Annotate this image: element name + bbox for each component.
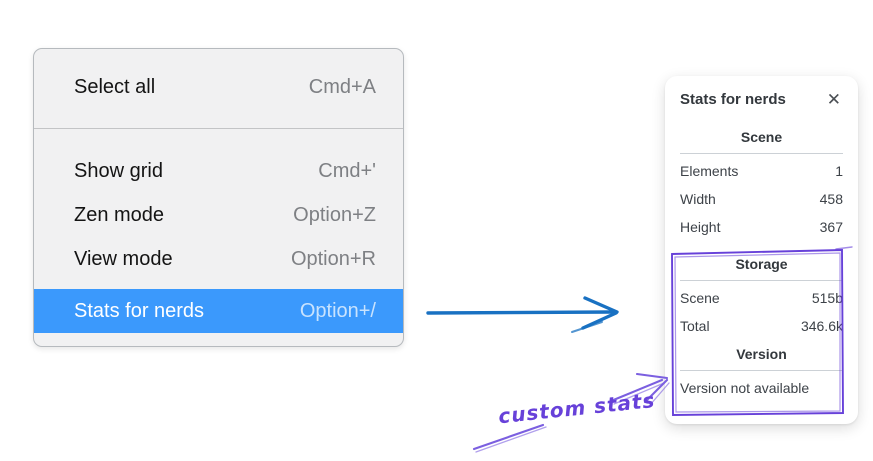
close-icon[interactable]: ✕ [826,89,841,109]
menu-item-zen-mode[interactable]: Zen mode Option+Z [34,193,403,237]
stat-label: Width [680,191,716,207]
stat-value: 346.6k [800,318,843,334]
menu-item-shortcut: Option+/ [299,299,376,322]
stat-row-width: Width 458 [680,185,843,213]
menu-item-stats-for-nerds[interactable]: Stats for nerds Option+/ [34,289,403,333]
stat-row-height: Height 367 [680,213,843,241]
stat-label: Elements [680,163,739,179]
stats-section-scene: Scene Elements 1 Width 458 Height 367 [680,126,843,241]
custom-stats-label: custom stats [497,387,657,429]
stat-value: 367 [819,219,843,235]
stats-section-storage: Storage Scene 515b Total 346.6k [680,253,843,340]
menu-item-label: Show grid [74,159,163,182]
version-note: Version not available [680,380,810,396]
stat-row-elements: Elements 1 [680,157,843,185]
menu-divider [34,128,403,129]
menu-item-show-grid[interactable]: Show grid Cmd+' [34,149,403,193]
annotation-arrow [472,372,670,453]
section-divider [680,370,843,371]
stat-value: 1 [835,163,843,179]
stat-value: 515b [811,290,843,306]
menu-item-shortcut: Cmd+' [318,159,376,182]
stat-label: Total [680,318,710,334]
menu-item-shortcut: Option+R [290,247,376,270]
stats-panel-title: Stats for nerds [680,90,786,108]
menu-item-shortcut: Option+Z [293,203,376,226]
stats-panel: Stats for nerds ✕ Scene Elements 1 Width… [665,76,858,424]
menu-item-view-mode[interactable]: View mode Option+R [34,237,403,281]
menu-item-label: View mode [74,247,173,270]
section-heading: Scene [740,129,783,145]
stat-label: Height [680,219,721,235]
menu-item-shortcut: Cmd+A [308,75,376,98]
context-menu: Select all Cmd+A Show grid Cmd+' Zen mod… [33,48,404,347]
menu-item-label: Zen mode [74,203,165,226]
stat-row-total-size: Total 346.6k [680,312,843,340]
stats-panel-header: Stats for nerds ✕ [680,86,843,112]
menu-item-label: Select all [74,75,156,98]
stat-value: 458 [819,191,843,207]
section-divider [680,280,843,281]
section-divider [680,153,843,154]
section-heading: Storage [735,256,788,272]
flow-arrow [426,296,619,333]
menu-item-label: Stats for nerds [74,299,205,322]
menu-item-select-all[interactable]: Select all Cmd+A [34,61,403,113]
section-heading: Version [736,346,787,362]
stat-row-scene-size: Scene 515b [680,284,843,312]
stats-section-version: Version Version not available [680,343,843,402]
stat-label: Scene [680,290,720,306]
